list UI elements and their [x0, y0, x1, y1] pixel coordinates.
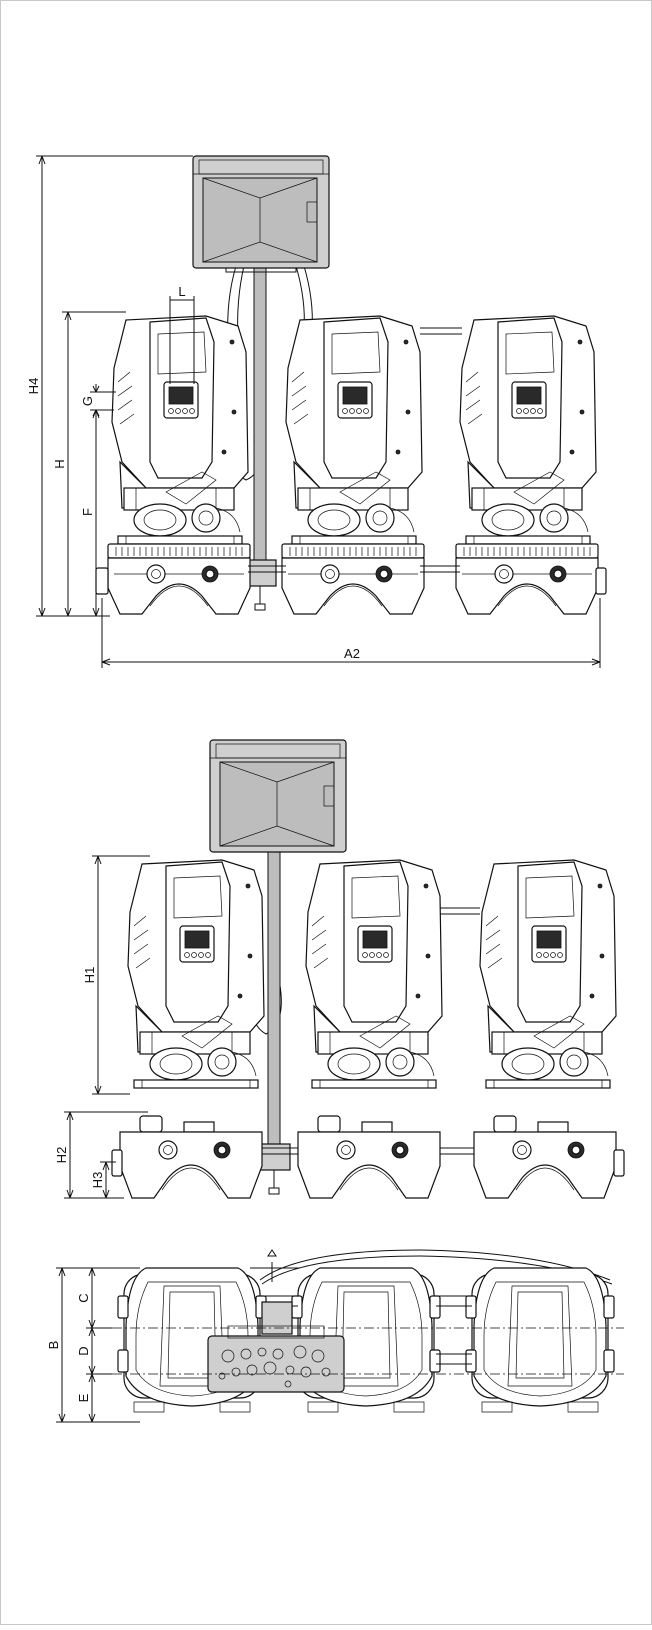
dim-l-label: L: [178, 284, 185, 299]
dim-h-label: H: [52, 459, 67, 468]
dim-b-label: B: [46, 1341, 61, 1350]
dim-c-label: C: [76, 1293, 91, 1302]
dim-d-label: D: [76, 1346, 91, 1355]
top-view: B C D E: [46, 1249, 624, 1423]
dim-f-label: F: [80, 508, 95, 516]
dim-a2-label: A2: [344, 646, 360, 661]
exploded-view: H1 H2 H3: [54, 739, 625, 1199]
dim-h2-label: H2: [54, 1147, 69, 1164]
dim-e-label: E: [76, 1393, 91, 1402]
pump-unit-2: [282, 316, 424, 614]
dim-h3-label: H3: [90, 1172, 105, 1189]
pump-unit-3: [456, 316, 598, 614]
base-2: [297, 1115, 441, 1199]
pump-upper-1: [127, 859, 265, 1089]
dim-h1-label: H1: [82, 967, 97, 984]
base-1: [111, 1115, 263, 1199]
control-box-exploded: [209, 739, 347, 853]
front-view: H4 H F G L A2: [26, 155, 607, 668]
pump-upper-2: [305, 859, 443, 1089]
pump-upper-3: [479, 859, 617, 1089]
pump-unit-1: [108, 316, 250, 614]
dim-h4-label: H4: [26, 378, 41, 395]
control-box-top: [207, 1335, 345, 1393]
dim-g-label: G: [80, 396, 95, 406]
base-3: [473, 1115, 625, 1199]
control-box: [192, 155, 330, 269]
pump-top-3: [465, 1267, 615, 1413]
